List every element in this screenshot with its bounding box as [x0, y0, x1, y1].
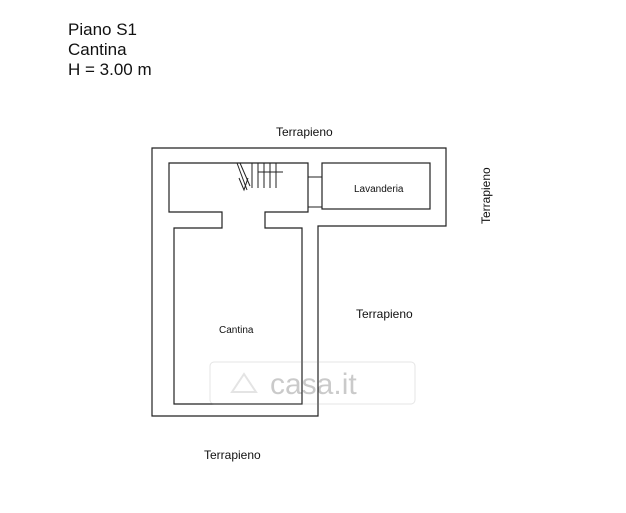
door-opening	[307, 176, 323, 208]
label-terrapieno-top: Terrapieno	[276, 125, 333, 139]
label-lavanderia: Lavanderia	[354, 184, 404, 195]
room-type-title: Cantina	[68, 40, 127, 59]
floor-title: Piano S1	[68, 20, 137, 39]
label-terrapieno-mid: Terrapieno	[356, 307, 413, 321]
label-cantina: Cantina	[219, 325, 254, 336]
staircase	[236, 162, 283, 192]
height-title: H = 3.00 m	[68, 60, 152, 79]
label-terrapieno-bottom: Terrapieno	[204, 448, 261, 462]
watermark-text: casa.it	[270, 368, 357, 401]
watermark-logo: casa.it	[209, 361, 416, 405]
inner-wall-cantina	[168, 162, 309, 405]
outer-wall	[151, 147, 447, 417]
room-lavanderia	[321, 162, 431, 210]
label-terrapieno-right: Terrapieno	[479, 167, 493, 224]
